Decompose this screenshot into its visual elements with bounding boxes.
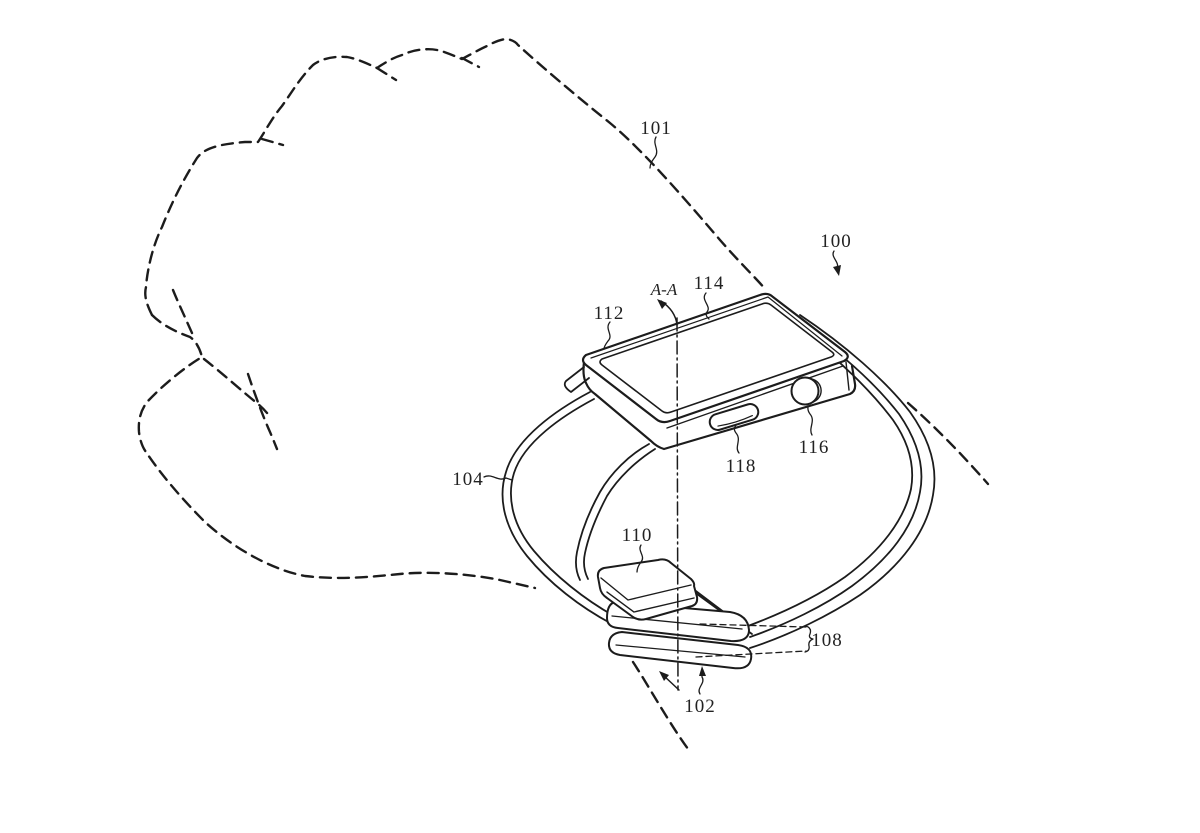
band-right-outer-1 [749, 314, 936, 649]
case-right-cap-line [845, 361, 850, 391]
ref-numeral-112: 112 [594, 303, 625, 324]
side-button-inner-line [717, 414, 753, 427]
watch-case [581, 292, 857, 451]
thumb-crease-1 [202, 357, 273, 420]
ref-numeral-102: 102 [684, 696, 716, 717]
ref-numeral-108: 108 [811, 630, 843, 651]
ref-numeral-116: 116 [799, 437, 830, 458]
section-arrow-bottom-head [659, 671, 669, 681]
band-right-inner [747, 329, 914, 627]
case-side-top-line [666, 365, 844, 429]
region-108-dash-bottom [695, 650, 807, 658]
leader-110 [636, 544, 644, 573]
display-inner-edge [599, 302, 835, 414]
bezel-rim-line [590, 296, 843, 359]
clasp-cover-ridge [600, 577, 692, 601]
case-top-face [581, 292, 849, 424]
ref-numeral-118: 118 [726, 456, 757, 477]
band-left-inner-1 [575, 443, 650, 581]
region-108-dash-top [699, 623, 807, 628]
leader-101 [649, 136, 658, 169]
reference-numerals: 101 100 A-A 114 112 116 118 104 110 108 … [452, 118, 852, 717]
clasp-assembly [596, 558, 753, 670]
leader-116 [807, 405, 813, 436]
leader-104 [483, 475, 513, 481]
leader-114 [703, 292, 710, 320]
digital-crown-inner-arc [811, 378, 822, 403]
section-line [657, 299, 680, 691]
leader-118 [733, 424, 740, 454]
leader-112 [603, 321, 611, 350]
fist-top-outline [144, 37, 768, 317]
leader-lines [483, 136, 841, 695]
wrist-edge-right [906, 401, 990, 486]
band-right-outer-2 [749, 321, 923, 638]
region-108-bracket [695, 623, 814, 658]
knuckle-notch-3 [460, 56, 481, 69]
band-lug-tip [563, 366, 590, 393]
ref-numeral-100: 100 [820, 231, 852, 252]
leader-102 [698, 671, 704, 695]
ref-numeral-114: 114 [694, 273, 725, 294]
strap-end-bar-line [615, 644, 746, 658]
section-line-vertical [676, 317, 679, 691]
thumb-fold-line [171, 288, 197, 340]
clasp-cover-face-line [606, 591, 695, 613]
band-left-outer-1 [501, 391, 613, 625]
fist-bottom-outline [137, 313, 537, 590]
band-left-inner-2 [583, 448, 656, 580]
wrist-edge-bottom [631, 660, 693, 755]
knuckle-notch-1 [260, 137, 285, 147]
strap-end-bar [607, 631, 753, 670]
ref-numeral-110: 110 [622, 525, 653, 546]
ref-numeral-104: 104 [452, 469, 484, 490]
digital-crown [790, 376, 820, 406]
knuckle-notch-2 [375, 66, 398, 82]
thumb-crease-2 [246, 372, 279, 451]
region-108-brace [804, 625, 814, 653]
hand-outline [137, 37, 990, 755]
section-arrow-top-head [657, 299, 667, 309]
clasp-cover [596, 558, 699, 621]
section-label: A-A [650, 280, 678, 299]
case-side-outline [582, 360, 857, 451]
leader-100-arrowhead [833, 265, 841, 276]
band-left-outer-2 [510, 398, 615, 617]
ref-numeral-101: 101 [640, 118, 672, 139]
leader-102-arrowhead [699, 666, 706, 676]
